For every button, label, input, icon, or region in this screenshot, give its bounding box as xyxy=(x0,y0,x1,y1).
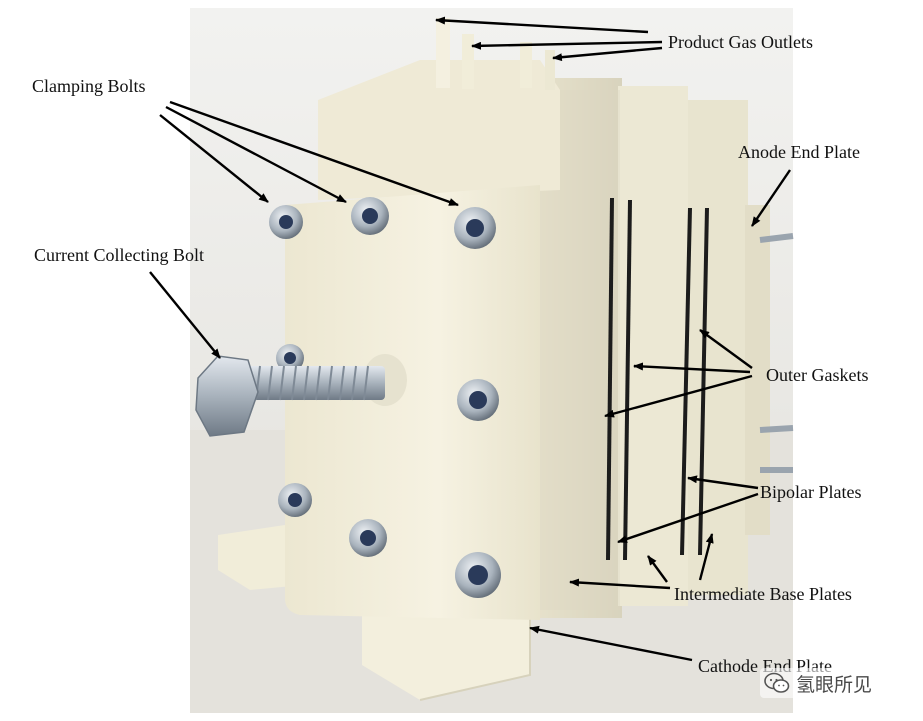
arrow-anode xyxy=(751,169,791,227)
arrow-cathode xyxy=(529,625,693,662)
arrow-clamp-3 xyxy=(169,100,459,207)
arrow-inter-2 xyxy=(647,555,668,583)
watermark: 氢眼所见 xyxy=(760,668,877,698)
arrow-bipolar-2 xyxy=(617,492,759,544)
arrow-current-bolt xyxy=(149,271,221,359)
label-anode-end-plate: Anode End Plate xyxy=(738,142,860,162)
label-product-gas-outlets: Product Gas Outlets xyxy=(668,32,813,52)
annotation-arrows xyxy=(149,16,791,662)
arrow-gas-3 xyxy=(552,46,663,62)
current-collecting-bolt xyxy=(195,354,407,437)
gaskets xyxy=(606,197,709,561)
clamping-nuts xyxy=(269,197,501,598)
arrow-inter-1 xyxy=(569,578,671,590)
arrow-inter-3 xyxy=(698,533,714,581)
arrow-gas-2 xyxy=(471,40,663,50)
arrow-gas-1 xyxy=(435,16,649,34)
steel-rods xyxy=(759,233,794,473)
front-end-plate xyxy=(285,185,540,620)
arrow-clamp-2 xyxy=(165,105,347,204)
stack-side-plates xyxy=(532,78,770,618)
label-intermediate-base-plates: Intermediate Base Plates xyxy=(674,584,852,604)
arrow-clamp-1 xyxy=(159,114,269,203)
label-clamping-bolts: Clamping Bolts xyxy=(32,76,146,96)
label-outer-gaskets: Outer Gaskets xyxy=(766,365,869,385)
arrow-gasket-3 xyxy=(699,329,753,369)
arrow-gasket-1 xyxy=(633,362,751,374)
label-bipolar-plates: Bipolar Plates xyxy=(760,482,862,502)
watermark-text: 氢眼所见 xyxy=(796,673,873,696)
top-block xyxy=(318,18,560,200)
arrow-bipolar-1 xyxy=(687,475,759,490)
arrow-gasket-2 xyxy=(604,374,753,418)
label-current-collecting-bolt: Current Collecting Bolt xyxy=(34,245,204,265)
wechat-icon xyxy=(764,672,790,693)
